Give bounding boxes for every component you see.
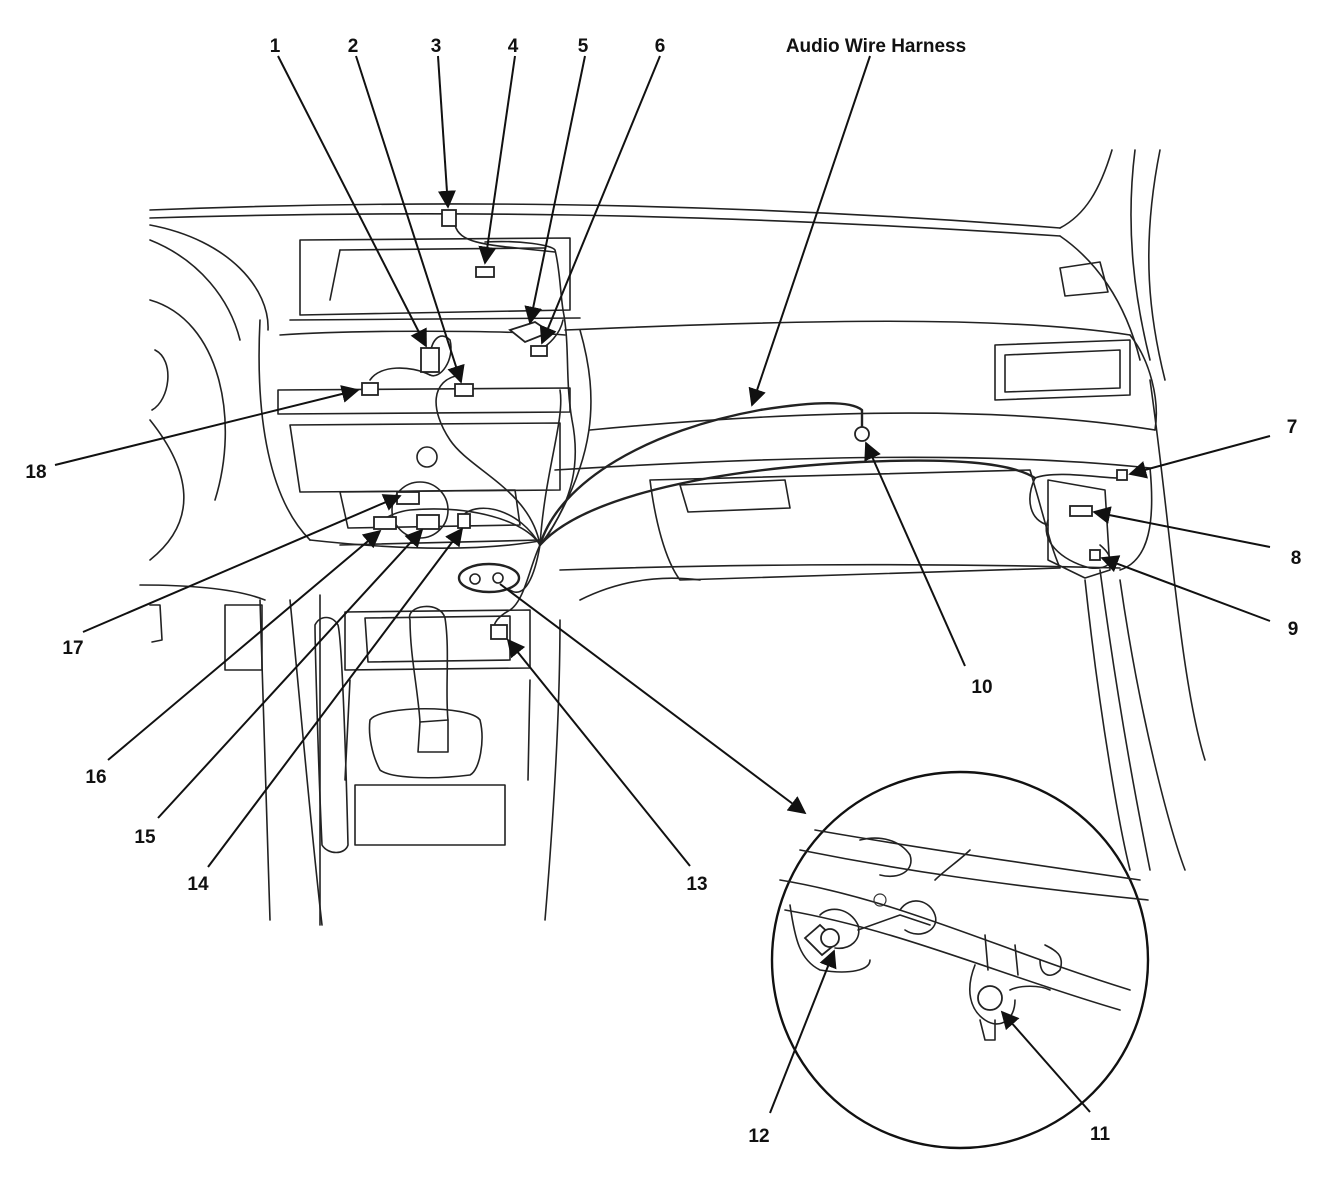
callout-14: 14 — [187, 874, 209, 895]
audio-wire-harness-label: Audio Wire Harness — [786, 36, 966, 57]
callout-15: 15 — [134, 827, 156, 848]
callout-6: 6 — [655, 36, 666, 57]
callout-5: 5 — [578, 36, 589, 57]
callout-8: 8 — [1291, 548, 1302, 569]
callout-16: 16 — [85, 767, 106, 788]
callout-leaders — [54, 55, 1271, 1114]
callout-4: 4 — [508, 36, 519, 57]
detail-inset — [770, 770, 1150, 1150]
callout-17: 17 — [62, 638, 83, 659]
callout-10: 10 — [971, 677, 992, 698]
callout-labels: Audio Wire Harness 1 2 3 4 5 6 7 8 9 10 … — [25, 36, 1301, 1147]
callout-2: 2 — [348, 36, 359, 57]
callout-18: 18 — [25, 462, 46, 483]
callout-11: 11 — [1090, 1124, 1111, 1145]
callout-3: 3 — [431, 36, 442, 57]
callout-7: 7 — [1287, 417, 1298, 438]
callout-9: 9 — [1288, 619, 1299, 640]
callout-1: 1 — [270, 36, 281, 57]
callout-13: 13 — [686, 874, 707, 895]
wire-harness-routes — [369, 224, 1119, 633]
callout-12: 12 — [748, 1126, 769, 1147]
